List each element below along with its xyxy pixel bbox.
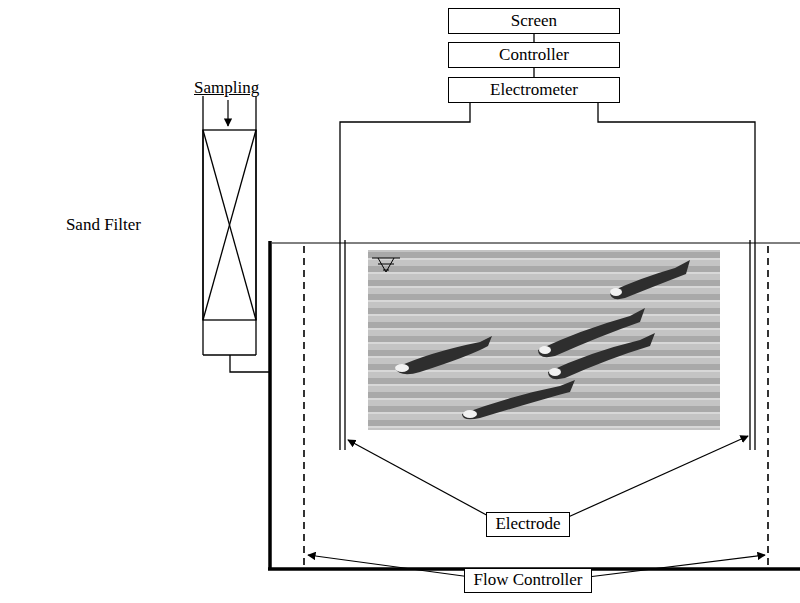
screen-box: Screen	[448, 8, 620, 34]
node-text: Flow Controller	[473, 571, 582, 590]
wire	[340, 103, 755, 450]
sand-filter-node: Sand Filter	[203, 130, 256, 320]
node-text: Screen	[511, 12, 557, 31]
tank	[268, 241, 800, 570]
sand-filter	[203, 96, 270, 372]
connector	[533, 34, 534, 42]
node-text: Sand Filter	[66, 216, 141, 235]
connector	[533, 68, 534, 77]
node-text: Electrometer	[490, 81, 578, 100]
controller-box: Controller	[448, 42, 620, 68]
electrometer-box: Electrometer	[448, 77, 620, 103]
sampling-label: Sampling	[194, 78, 259, 98]
electrode-label-box: Electrode	[486, 512, 570, 537]
water-photo	[368, 250, 720, 430]
leader-arrow	[228, 100, 765, 578]
node-text: Electrode	[495, 515, 560, 534]
flow-controller-box: Flow Controller	[464, 568, 592, 593]
node-text: Controller	[499, 46, 569, 65]
